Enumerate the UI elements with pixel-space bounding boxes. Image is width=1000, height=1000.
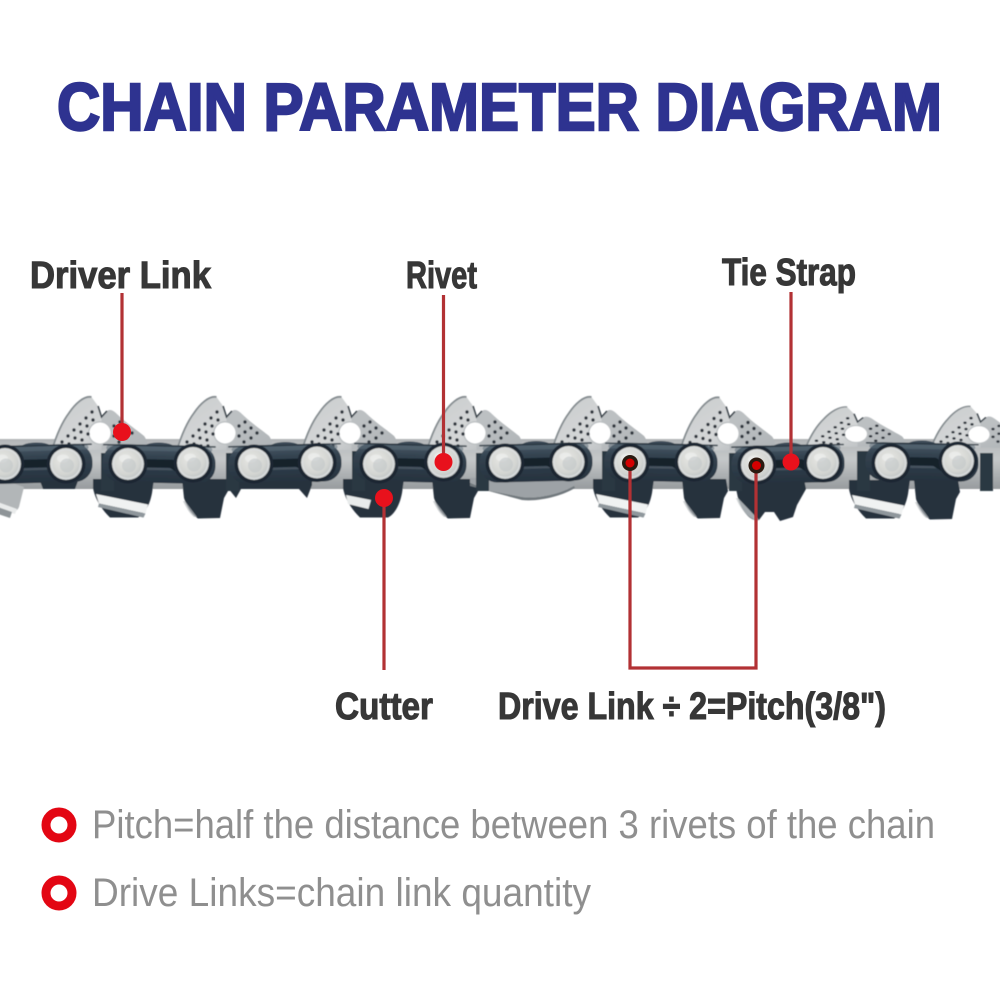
svg-text:CHAIN PARAMETER DIAGRAM: CHAIN PARAMETER DIAGRAM xyxy=(57,70,942,145)
svg-text:Rivet: Rivet xyxy=(406,255,477,297)
svg-text:Drive Links=chain link quantit: Drive Links=chain link quantity xyxy=(92,871,591,915)
svg-text:Tie Strap: Tie Strap xyxy=(722,252,856,294)
svg-text:Driver Link: Driver Link xyxy=(30,255,212,297)
svg-text:Cutter: Cutter xyxy=(335,686,433,728)
svg-text:Pitch=half the distance betwee: Pitch=half the distance between 3 rivets… xyxy=(92,803,935,847)
svg-text:Drive Link ÷ 2=Pitch(3/8"): Drive Link ÷ 2=Pitch(3/8") xyxy=(498,686,886,728)
